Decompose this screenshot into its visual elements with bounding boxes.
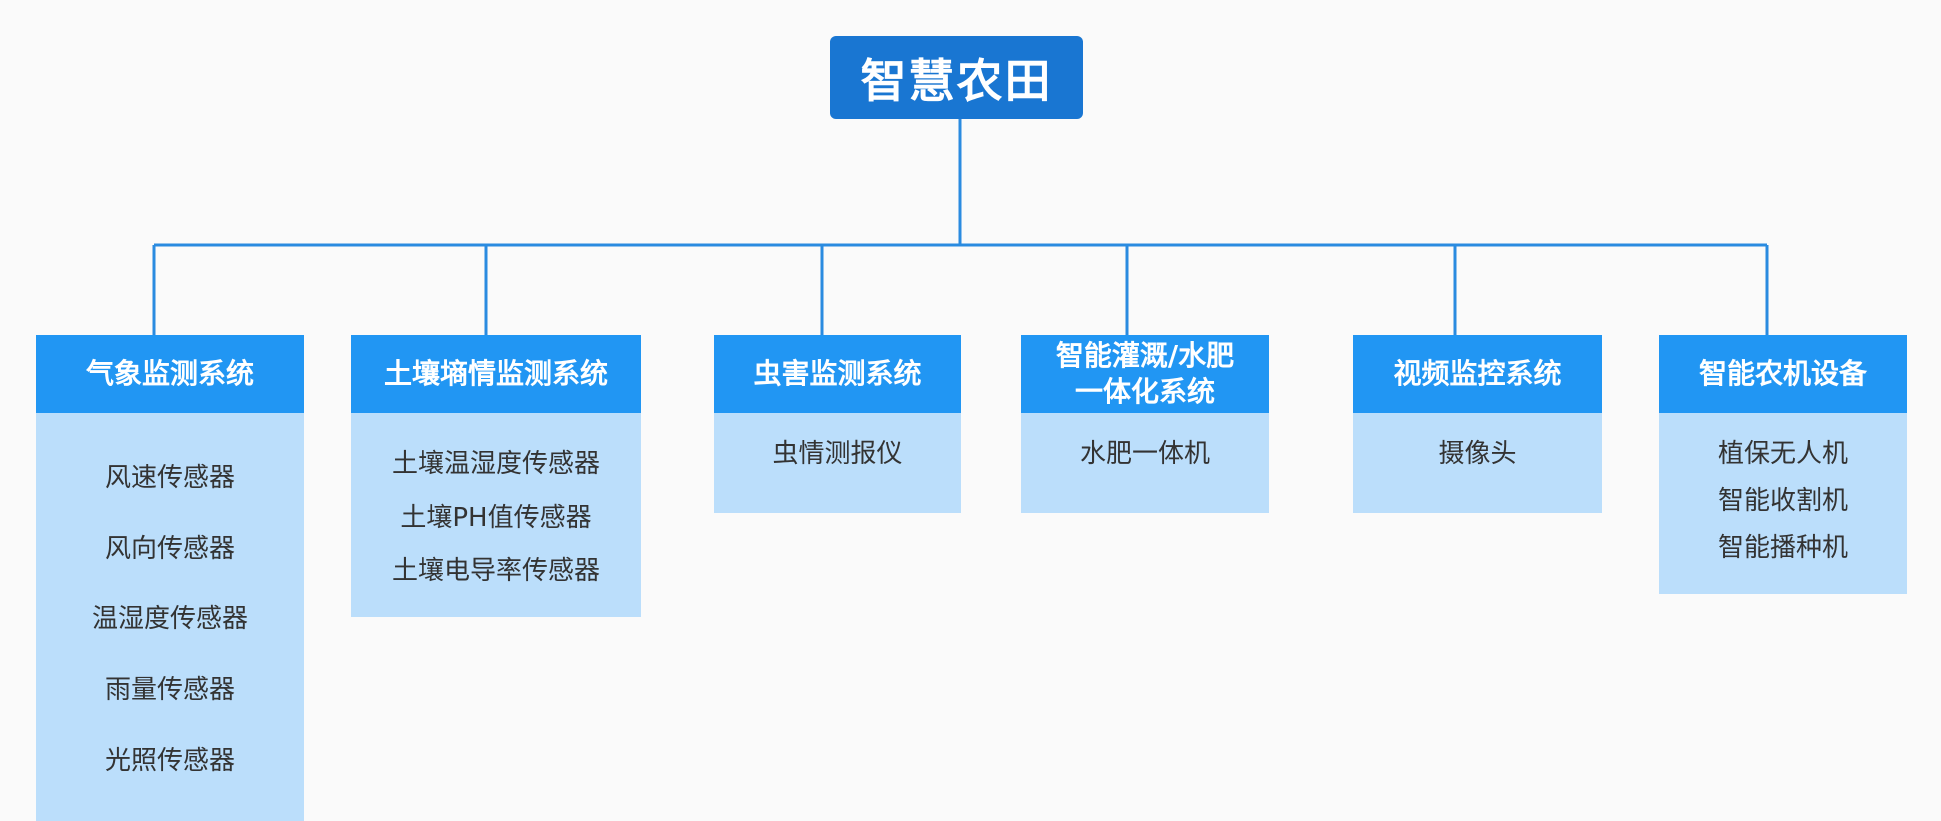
- list-item: 雨量传感器: [104, 675, 235, 706]
- branch-header: 智能农机设备: [1659, 335, 1907, 413]
- list-item: 虫情测报仪: [772, 439, 903, 469]
- list-item: 风向传感器: [104, 533, 235, 564]
- branch-title: 虫害监测系统: [753, 357, 922, 390]
- branch-header: 土壤墒情监测系统: [351, 335, 641, 413]
- branch-body: 虫情测报仪: [714, 413, 961, 513]
- branch-header: 智能灌溉/水肥 一体化系统: [1021, 335, 1269, 413]
- branch-title: 视频监控系统: [1393, 357, 1562, 390]
- branch-soil-moisture-monitoring: 土壤墒情监测系统 土壤温湿度传感器 土壤PH值传感器 土壤电导率传感器: [351, 335, 641, 617]
- branch-body: 土壤温湿度传感器 土壤PH值传感器 土壤电导率传感器: [351, 413, 641, 617]
- branch-weather-monitoring: 气象监测系统 风速传感器 风向传感器 温湿度传感器 雨量传感器 光照传感器: [36, 335, 304, 821]
- branch-body: 水肥一体机: [1021, 413, 1269, 513]
- branch-body: 植保无人机 智能收割机 智能播种机: [1659, 413, 1907, 594]
- list-item: 水肥一体机: [1079, 439, 1210, 469]
- connector-lines: [152, 119, 1769, 335]
- list-item: 土壤温湿度传感器: [391, 449, 600, 480]
- list-item: 土壤PH值传感器: [400, 502, 592, 533]
- branch-header: 视频监控系统: [1353, 335, 1602, 413]
- list-item: 植保无人机: [1717, 439, 1848, 469]
- root-node: 智慧农田: [830, 36, 1083, 119]
- list-item: 风速传感器: [104, 462, 235, 493]
- branch-header: 气象监测系统: [36, 335, 304, 413]
- branch-body: 风速传感器 风向传感器 温湿度传感器 雨量传感器 光照传感器: [36, 413, 304, 821]
- branch-title: 智能灌溉/水肥 一体化系统: [1055, 339, 1235, 408]
- branch-pest-monitoring: 虫害监测系统 虫情测报仪: [714, 335, 961, 513]
- branch-video-surveillance: 视频监控系统 摄像头: [1353, 335, 1602, 513]
- branch-header: 虫害监测系统: [714, 335, 961, 413]
- branch-body: 摄像头: [1353, 413, 1602, 513]
- list-item: 智能收割机: [1717, 486, 1848, 516]
- branch-smart-irrigation: 智能灌溉/水肥 一体化系统 水肥一体机: [1021, 335, 1269, 513]
- branch-title: 土壤墒情监测系统: [383, 357, 608, 390]
- branch-smart-farm-machinery: 智能农机设备 植保无人机 智能收割机 智能播种机: [1659, 335, 1907, 594]
- branch-title: 智能农机设备: [1698, 357, 1867, 390]
- branch-title: 气象监测系统: [85, 357, 254, 390]
- list-item: 智能播种机: [1717, 533, 1848, 563]
- list-item: 温湿度传感器: [91, 604, 248, 635]
- list-item: 摄像头: [1438, 439, 1517, 469]
- root-node-label: 智慧农田: [860, 53, 1053, 108]
- list-item: 光照传感器: [104, 746, 235, 777]
- list-item: 土壤电导率传感器: [391, 555, 600, 586]
